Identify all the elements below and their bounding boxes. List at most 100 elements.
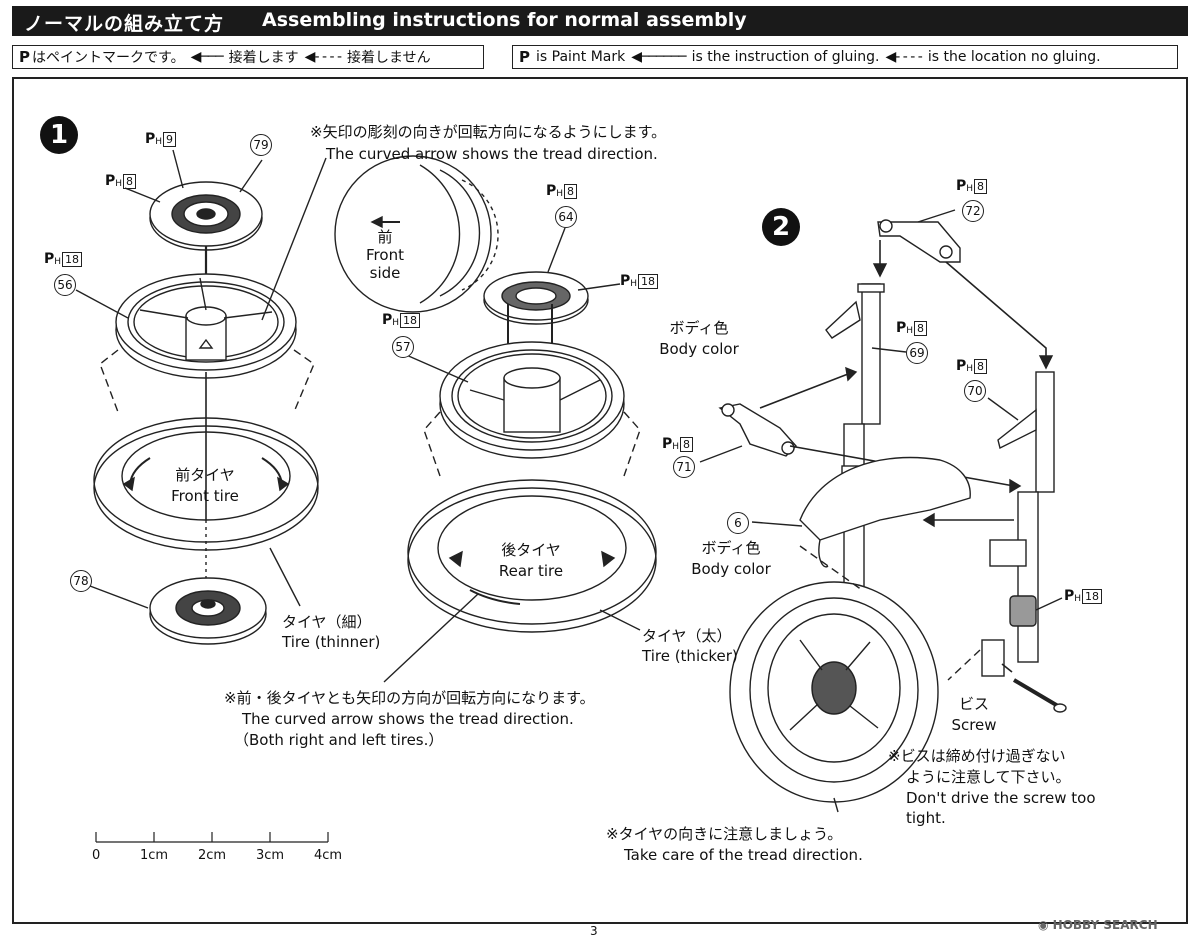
- paint-prefix: P: [546, 183, 557, 199]
- scale-tick-2: 2cm: [198, 848, 227, 863]
- arrow-note-en: The curved arrow shows the tread directi…: [326, 145, 658, 163]
- tire-thin-ja: タイヤ（細）: [282, 613, 372, 631]
- paint-prefix: P: [105, 173, 116, 189]
- paint-prefix: P: [956, 178, 967, 194]
- watermark-text: HOBBY SEARCH: [1052, 918, 1158, 932]
- front-wheel-56-drawing: [115, 273, 297, 379]
- paint-number: 9: [163, 132, 177, 147]
- tread-detail-drawing: [334, 155, 499, 313]
- paint-number: 18: [638, 274, 659, 289]
- part-number-69: 69: [906, 342, 928, 364]
- legend-en-glue: is the instruction of gluing.: [691, 49, 880, 65]
- screw-drawing: [1012, 678, 1067, 713]
- both-tires-note-en2: （Both right and left tires.）: [234, 731, 444, 749]
- paint-sub: H: [1074, 594, 1082, 604]
- body-color-en-2: Body color: [691, 560, 771, 578]
- legend-ja-noglue: 接着しません: [347, 50, 431, 66]
- tire-thin-en: Tire (thinner): [282, 633, 381, 651]
- page-header: ノーマルの組み立て方 Assembling instructions for n…: [12, 6, 1188, 36]
- tire-thick-en: Tire (thicker): [642, 647, 738, 665]
- paint-prefix: P: [44, 251, 55, 267]
- scale-tick-4: 4cm: [314, 848, 343, 863]
- paint-mark-symbol: P: [519, 48, 530, 66]
- front-side-en1: Front: [366, 246, 404, 264]
- paint-sub: H: [672, 442, 680, 452]
- page-number: 3: [590, 924, 598, 938]
- caliper-drawing: [1009, 595, 1037, 627]
- glue-arrow-icon: ◀───: [190, 49, 224, 65]
- fork-leg-70-drawing: [981, 371, 1055, 677]
- header-title-ja: ノーマルの組み立て方: [24, 13, 225, 35]
- bottom-bridge-71-drawing: [718, 403, 797, 457]
- top-bridge-72-drawing: [877, 219, 961, 263]
- tire-direction-note-ja: ※タイヤの向きに注意しましょう。: [606, 825, 843, 843]
- body-color-ja-2: ボディ色: [701, 539, 761, 557]
- paint-prefix: P: [662, 436, 673, 452]
- paint-number: 8: [914, 321, 928, 336]
- body-color-ja-1: ボディ色: [669, 319, 729, 337]
- brake-disc-79-drawing: [149, 181, 263, 251]
- front-side-en2: side: [369, 264, 401, 282]
- glue-arrow-icon: ◀──────: [631, 49, 686, 65]
- legend-en-noglue: is the location no gluing.: [927, 49, 1101, 65]
- legend-ja: P はペイントマークです。 ◀─── 接着します ◀- - - - 接着しません: [12, 45, 484, 69]
- rear-tire-en: Rear tire: [498, 562, 564, 580]
- paint-number: 8: [123, 174, 137, 189]
- paint-prefix: P: [382, 312, 393, 328]
- paint-prefix: P: [145, 131, 156, 147]
- front-tire-ja: 前タイヤ: [175, 466, 235, 484]
- part-number-6: 6: [727, 512, 749, 534]
- legend-ja-mark-text: はペイントマークです。: [32, 50, 185, 66]
- watermark-logo-icon: ◉: [1038, 918, 1053, 932]
- paint-sub: H: [556, 189, 564, 199]
- paint-sub: H: [392, 318, 400, 328]
- arrow-note-ja: ※矢印の彫刻の向きが回転方向になるようにします。: [310, 123, 667, 141]
- paint-sub: H: [630, 279, 638, 289]
- paint-sub: H: [906, 326, 914, 336]
- body-color-en-1: Body color: [659, 340, 739, 358]
- rear-hub-78-drawing: [149, 577, 267, 645]
- noglue-arrow-icon: ◀- - - -: [304, 49, 342, 65]
- paint-sub: H: [54, 257, 62, 267]
- paint-prefix: P: [620, 273, 631, 289]
- paint-sub: H: [115, 179, 123, 189]
- paint-number: 8: [680, 437, 694, 452]
- noglue-arrow-icon: ◀- - - -: [885, 49, 923, 65]
- rear-tire-ja: 後タイヤ: [501, 541, 561, 559]
- scale-tick-1: 1cm: [140, 848, 169, 863]
- screw-en: Screw: [951, 716, 997, 734]
- paint-sub: H: [966, 364, 974, 374]
- front-fender-6-drawing: [799, 456, 971, 568]
- legend-ja-glue: 接着します: [228, 50, 299, 66]
- step-1-badge: 1: [40, 116, 78, 154]
- front-wheel-assembly-drawing: [729, 581, 939, 803]
- front-side-label: 前 Front side: [360, 228, 410, 282]
- paint-prefix: P: [956, 358, 967, 374]
- paint-sub: H: [966, 184, 974, 194]
- scale-tick-0: 0: [92, 848, 101, 863]
- brake-disc-64-drawing: [483, 271, 589, 325]
- scale-bar: [95, 832, 329, 843]
- part-number-71: 71: [673, 456, 695, 478]
- front-side-ja: 前: [377, 228, 393, 246]
- paint-mark-symbol: P: [19, 48, 30, 66]
- step-2-badge: 2: [762, 208, 800, 246]
- paint-number: 18: [400, 313, 421, 328]
- part-number-56: 56: [54, 274, 76, 296]
- paint-sub: H: [155, 137, 163, 147]
- part-number-79: 79: [250, 134, 272, 156]
- scale-tick-3: 3cm: [256, 848, 285, 863]
- screw-note-ja1: ※ビスは締め付け過ぎない: [888, 747, 1066, 765]
- part-number-57: 57: [392, 336, 414, 358]
- rear-tire-drawing: [407, 479, 657, 633]
